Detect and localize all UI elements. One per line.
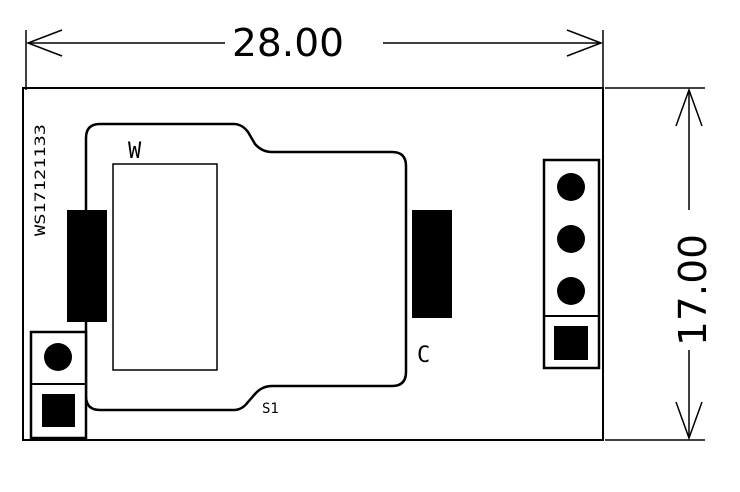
right-connector-pin-1	[557, 173, 585, 201]
left-connector-pin-square	[42, 394, 75, 427]
right-pad	[412, 210, 452, 318]
width-arrow-right	[566, 29, 604, 57]
height-dimension-label: 17.00	[671, 234, 715, 346]
left-connector-pin-round	[44, 343, 72, 371]
right-label: C	[417, 343, 430, 368]
height-arrow-top	[675, 87, 703, 127]
width-dimension-label: 28.00	[232, 21, 344, 65]
inner-window	[112, 163, 218, 371]
component-outline	[84, 122, 408, 412]
top-label: W	[128, 139, 142, 164]
right-connector-pin-3	[557, 277, 585, 305]
board-outline	[22, 87, 604, 441]
right-connector-pin-2	[557, 225, 585, 253]
height-arrow-bottom	[675, 401, 703, 441]
left-pad	[67, 210, 107, 322]
bottom-label: S1	[262, 401, 279, 417]
right-connector-pin-square	[554, 326, 588, 360]
serial-number-label: WS17121133	[33, 124, 49, 236]
width-arrow-left	[25, 29, 63, 57]
